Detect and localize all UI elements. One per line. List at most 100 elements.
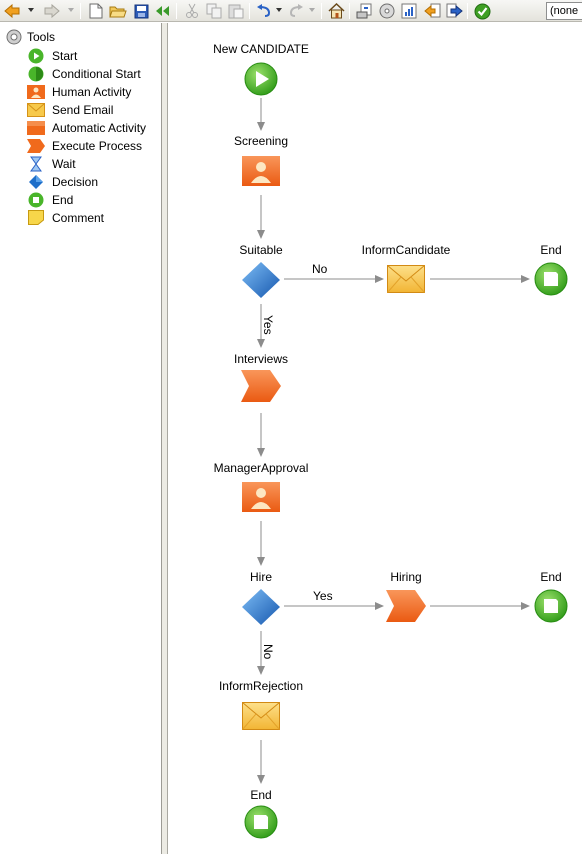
node-label-hiring: Hiring — [390, 570, 422, 584]
tool-item-label: Send Email — [52, 102, 114, 117]
toolbar: (none — [0, 0, 582, 22]
toolbar-separator — [349, 3, 350, 19]
tool-item-send-email[interactable]: Send Email — [27, 101, 113, 118]
process-combo[interactable]: (none — [546, 2, 582, 20]
decision-icon — [27, 174, 45, 190]
end-node[interactable] — [244, 805, 278, 839]
tool-item-label: Human Activity — [52, 84, 132, 99]
redo-dropdown-icon[interactable] — [309, 8, 315, 12]
tool-item-label: End — [52, 192, 74, 207]
node-label-manager-approval: ManagerApproval — [213, 461, 309, 475]
redo-icon[interactable] — [287, 2, 305, 20]
node-label-new-candidate: New CANDIDATE — [213, 42, 309, 56]
tool-item-label: Conditional Start — [52, 66, 141, 81]
decision-node[interactable] — [241, 261, 281, 299]
execute-process-icon — [27, 138, 45, 154]
toolbar-separator — [176, 3, 177, 19]
tool-item-label: Decision — [52, 174, 99, 189]
tool-item-label: Automatic Activity — [52, 120, 147, 135]
tools-panel: Tools Start Conditional Start Human Acti… — [0, 23, 162, 854]
start-node[interactable] — [244, 62, 278, 96]
panel-splitter[interactable] — [162, 23, 168, 854]
rewind-icon[interactable] — [153, 2, 171, 20]
end-icon — [534, 262, 568, 296]
human-activity-icon — [27, 84, 45, 100]
send-email-node[interactable] — [242, 702, 280, 730]
export-icon[interactable] — [445, 2, 463, 20]
validate-check-icon[interactable] — [473, 2, 491, 20]
start-icon — [244, 62, 278, 96]
end-node[interactable] — [534, 589, 568, 623]
edge-label-no: No — [312, 262, 328, 276]
tool-item-label: Start — [52, 48, 78, 63]
execute-process-node[interactable] — [241, 370, 281, 402]
deploy-icon[interactable] — [355, 2, 373, 20]
execute-process-icon — [386, 590, 426, 622]
node-label-hire: Hire — [249, 570, 273, 584]
tool-item-comment[interactable]: Comment — [27, 209, 104, 226]
end-node[interactable] — [534, 262, 568, 296]
tool-item-execute-process[interactable]: Execute Process — [27, 137, 142, 154]
edge-label-yes: Yes — [313, 589, 333, 603]
decision-icon — [242, 262, 280, 298]
toolbar-separator — [321, 3, 322, 19]
tool-item-start[interactable]: Start — [27, 47, 77, 64]
send-email-node[interactable] — [387, 265, 425, 293]
new-document-icon[interactable] — [87, 2, 105, 20]
undo-icon[interactable] — [255, 2, 273, 20]
chart-icon[interactable] — [400, 2, 418, 20]
undo-dropdown-icon[interactable] — [276, 8, 282, 12]
tools-tree-root[interactable]: Tools — [6, 29, 55, 45]
node-label-screening: Screening — [233, 134, 289, 148]
tool-item-human-activity[interactable]: Human Activity — [27, 83, 131, 100]
back-arrow-icon[interactable] — [3, 2, 21, 20]
human-activity-icon — [242, 482, 280, 512]
tool-item-label: Execute Process — [52, 138, 143, 153]
open-folder-icon[interactable] — [109, 2, 127, 20]
decision-node[interactable] — [241, 588, 281, 626]
tool-item-label: Comment — [52, 210, 105, 225]
tools-root-icon — [6, 29, 22, 45]
copy-icon[interactable] — [205, 2, 223, 20]
human-activity-node[interactable] — [242, 482, 280, 512]
edge-label-no: No — [261, 644, 275, 660]
node-label-inform-rejection: InformRejection — [218, 679, 304, 693]
comment-icon — [27, 210, 45, 226]
conditional-start-icon — [27, 66, 45, 82]
tool-item-decision[interactable]: Decision — [27, 173, 98, 190]
automatic-activity-icon — [27, 120, 45, 136]
send-email-icon — [27, 102, 45, 118]
tool-item-conditional-start[interactable]: Conditional Start — [27, 65, 141, 82]
node-label-suitable: Suitable — [239, 243, 283, 257]
tool-item-end[interactable]: End — [27, 191, 73, 208]
edge-label-yes: Yes — [261, 315, 275, 335]
tool-item-wait[interactable]: Wait — [27, 155, 76, 172]
forward-arrow-icon[interactable] — [43, 2, 61, 20]
node-label-end: End — [250, 788, 272, 802]
tool-item-label: Wait — [52, 156, 76, 171]
paste-icon[interactable] — [227, 2, 245, 20]
human-activity-node[interactable] — [242, 156, 280, 186]
node-label-inform-candidate: InformCandidate — [361, 243, 451, 257]
wait-icon — [27, 156, 45, 172]
toolbar-separator — [249, 3, 250, 19]
back-dropdown-icon[interactable] — [28, 8, 34, 12]
node-label-end: End — [540, 570, 562, 584]
human-activity-icon — [242, 156, 280, 186]
execute-process-icon — [241, 370, 281, 402]
start-icon — [27, 48, 45, 64]
node-label-end: End — [540, 243, 562, 257]
save-icon[interactable] — [132, 2, 150, 20]
disc-icon[interactable] — [378, 2, 396, 20]
end-icon — [244, 805, 278, 839]
cut-icon[interactable] — [183, 2, 201, 20]
workflow-edges — [257, 98, 530, 784]
decision-icon — [242, 589, 280, 625]
tool-item-automatic-activity[interactable]: Automatic Activity — [27, 119, 146, 136]
home-icon[interactable] — [327, 2, 345, 20]
execute-process-node[interactable] — [386, 590, 426, 622]
node-label-interviews: Interviews — [233, 352, 289, 366]
workflow-canvas[interactable]: No Yes Yes No New CANDIDATE Screening Su… — [169, 23, 582, 854]
forward-dropdown-icon[interactable] — [68, 8, 74, 12]
import-icon[interactable] — [423, 2, 441, 20]
